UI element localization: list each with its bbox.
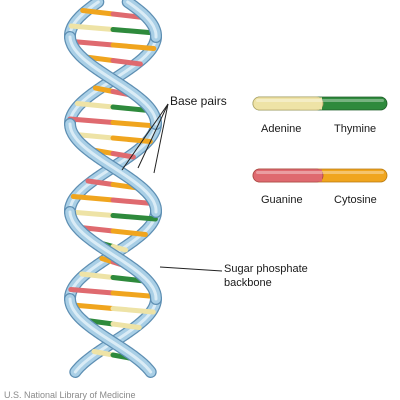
base-cytosine [92, 85, 116, 94]
base-cytosine [110, 228, 148, 237]
pointer-line-2 [137, 103, 169, 169]
base-adenine [110, 321, 142, 330]
base-guanine [67, 116, 116, 125]
base-adenine [91, 349, 116, 358]
pointer-line-3 [153, 103, 169, 174]
base-adenine [110, 244, 129, 253]
base-cytosine [110, 135, 153, 144]
thymine-label: Thymine [334, 123, 376, 135]
base-guanine [110, 151, 136, 160]
base-cytosine [70, 302, 116, 311]
strand-a-front-segment-highlight [68, 297, 153, 374]
cytosine-label: Cytosine [334, 194, 377, 206]
base-adenine [73, 132, 116, 141]
backbone-label-line1: Sugar phosphate [224, 263, 308, 275]
base-guanine [69, 39, 116, 48]
guanine-label: Guanine [261, 194, 303, 206]
base-guanine [110, 58, 143, 67]
credit-text: U.S. National Library of Medicine [4, 390, 136, 400]
adenine-thymine-legend-bar [252, 96, 388, 111]
base-cytosine [70, 194, 116, 203]
guanine-cytosine-legend-bar [252, 168, 388, 183]
base-guanine [68, 287, 116, 296]
strand-b-front-segment-highlight [68, 210, 158, 301]
adenine-label: Adenine [261, 123, 301, 135]
helix-front-strand [64, 0, 162, 378]
base-pairs-label: Base pairs [170, 94, 227, 108]
base-cytosine [110, 290, 158, 299]
backbone-pointer-line [159, 266, 223, 272]
base-adenine [68, 209, 116, 218]
base-cytosine [80, 8, 116, 17]
strand-a-front-segment-highlight [126, 0, 158, 39]
base-guanine [85, 178, 116, 187]
base-cytosine [110, 42, 157, 51]
pointer-line-1 [121, 103, 169, 171]
strand-a-front-segment-highlight [68, 122, 158, 214]
base-adenine [68, 23, 116, 32]
base-thymine [110, 104, 152, 113]
strand-b-front-segment-highlight [68, 35, 158, 126]
base-adenine [79, 271, 116, 280]
base-adenine [110, 306, 156, 315]
base-adenine [74, 101, 116, 110]
backbone-label-line2: backbone [224, 277, 272, 289]
base-guanine [110, 197, 156, 206]
base-thymine [110, 213, 158, 222]
base-cytosine [110, 120, 159, 129]
base-pairs-pointer-lines [121, 103, 169, 174]
base-thymine [110, 27, 158, 36]
